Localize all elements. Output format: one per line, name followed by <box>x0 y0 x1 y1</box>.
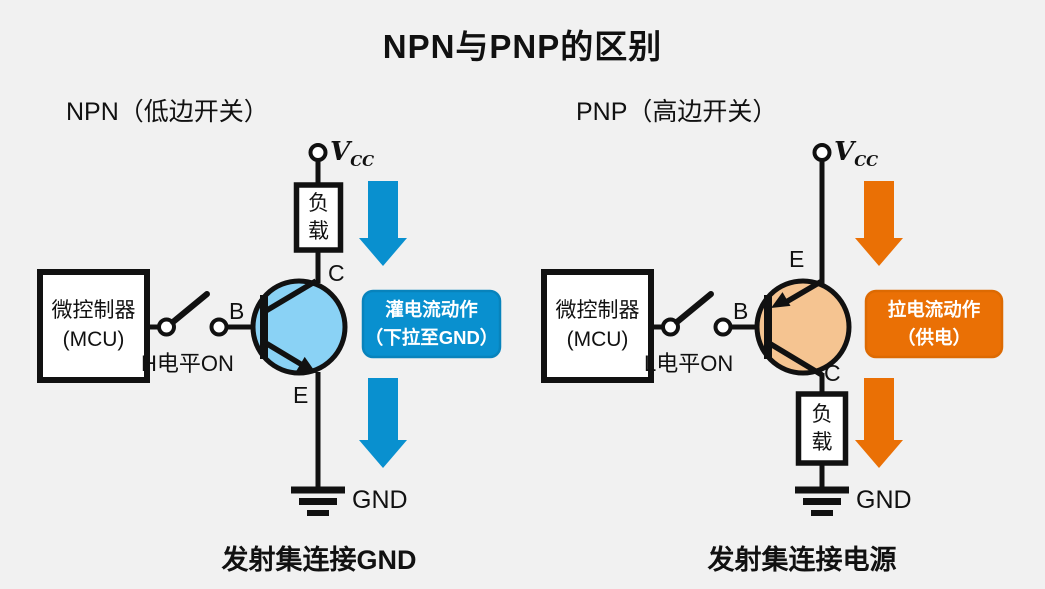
pnp-base-label: B <box>733 298 749 324</box>
npn-caption: 发射集连接GND <box>221 545 417 575</box>
npn-action-label: 灌电流动作 （下拉至GND） <box>363 291 500 357</box>
pnp-collector-label: C <box>824 360 841 386</box>
npn-load-text: 负载 <box>307 192 329 243</box>
npn-switch-contact-right-icon <box>209 317 229 337</box>
npn-circuit <box>37 143 348 516</box>
pnp-collector-lead <box>766 340 824 378</box>
npn-mcu-line1: 微控制器 <box>51 299 136 323</box>
npn-emitter-label: E <box>293 382 309 408</box>
npn-gnd-label: GND <box>352 486 408 514</box>
npn-subtitle: NPN（低边开关） <box>66 98 269 126</box>
pnp-vcc-sub: CC <box>854 152 879 171</box>
npn-vcc-terminal-icon <box>308 143 328 162</box>
npn-action-line2: （下拉至GND） <box>364 327 499 348</box>
pnp-vcc-main: V <box>834 137 855 167</box>
npn-vcc-sub: CC <box>350 152 375 171</box>
current-flow-arrows <box>359 181 903 468</box>
pnp-action-line1: 拉电流动作 <box>887 299 981 321</box>
pnp-emitter-label: E <box>789 246 805 272</box>
npn-emitter-lead <box>262 339 304 368</box>
npn-switch-contact-left-icon <box>157 317 176 337</box>
npn-switch-level-label: H电平ON <box>141 351 234 376</box>
npn-sink-arrow-top-icon <box>359 181 407 266</box>
npn-mcu-label: 微控制器 (MCU) <box>40 272 147 380</box>
pnp-load-label: 负载 <box>799 394 846 463</box>
pnp-switch-level-label: L电平ON <box>644 351 734 376</box>
npn-sink-arrow-bottom-icon <box>359 378 407 468</box>
pnp-mcu-line2: (MCU) <box>566 328 629 351</box>
pnp-action-line2: （供电） <box>896 327 971 348</box>
pnp-vcc-label: VCC <box>834 137 878 170</box>
npn-collector-lead <box>262 278 318 315</box>
pnp-source-arrow-bottom-icon <box>855 378 903 468</box>
pnp-action-label: 拉电流动作 （供电） <box>866 291 1002 357</box>
pnp-subtitle: PNP（高边开关） <box>576 98 778 126</box>
npn-gnd-symbol-icon <box>291 486 345 516</box>
pnp-gnd-label: GND <box>856 486 912 514</box>
pnp-gnd-symbol-icon <box>795 486 849 516</box>
npn-mcu-line2: (MCU) <box>62 328 125 351</box>
pnp-emitter-lead <box>782 278 824 306</box>
npn-action-box-bg <box>361 289 502 359</box>
npn-switch-lever-icon <box>170 291 210 325</box>
pnp-action-box-bg <box>864 289 1004 359</box>
pnp-mcu-line1: 微控制器 <box>555 299 640 323</box>
pnp-source-arrow-top-icon <box>855 181 903 266</box>
npn-load-label: 负载 <box>297 185 341 250</box>
pnp-load-text: 负载 <box>811 403 833 454</box>
pnp-mcu-label: 微控制器 (MCU) <box>544 272 651 380</box>
npn-vcc-main: V <box>330 137 351 167</box>
pnp-switch-lever-icon <box>674 291 714 325</box>
npn-base-label: B <box>229 298 245 324</box>
npn-vcc-label: VCC <box>330 137 374 170</box>
pnp-circuit <box>541 143 852 516</box>
npn-load-box <box>293 182 344 253</box>
page-title: NPN与PNP的区别 <box>382 28 663 65</box>
pnp-emitter-arrow-icon <box>771 292 791 308</box>
npn-action-line1: 灌电流动作 <box>385 299 478 321</box>
npn-collector-label: C <box>328 260 345 286</box>
pnp-switch-contact-left-icon <box>661 317 680 337</box>
pnp-vcc-terminal-icon <box>812 143 832 162</box>
pnp-switch-contact-right-icon <box>713 317 733 337</box>
npn-emitter-arrow-icon <box>296 356 316 373</box>
pnp-caption: 发射集连接电源 <box>707 545 897 575</box>
